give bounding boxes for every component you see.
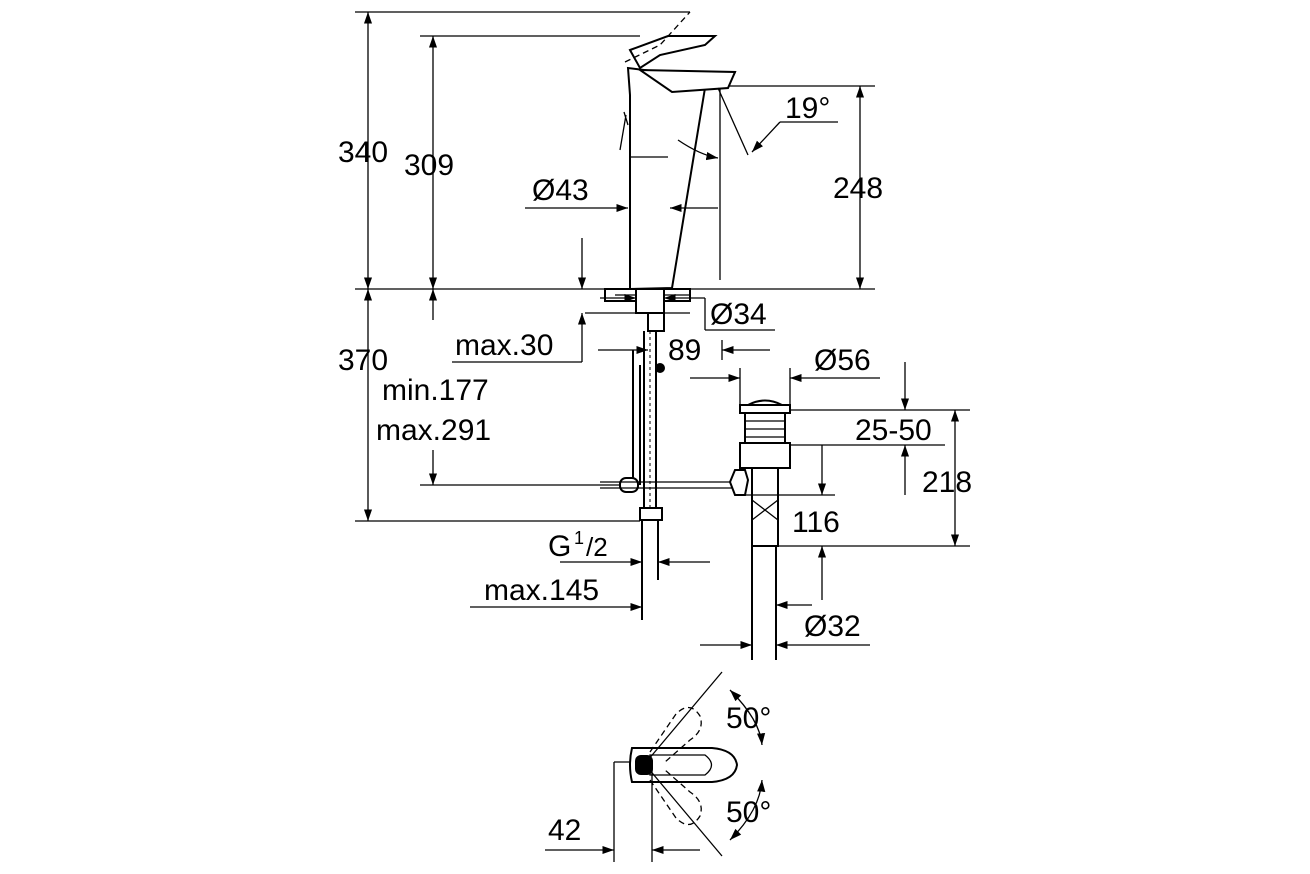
mount-shank — [635, 288, 665, 314]
plan-view — [613, 671, 739, 862]
faucet-spout — [636, 68, 737, 94]
dim-177-291: min.177 max.291 — [376, 289, 620, 486]
dim-50a-label: 50° — [726, 702, 771, 735]
dim-max145-label: max.145 — [484, 574, 599, 607]
dim-218-label: 218 — [922, 466, 972, 499]
dim-370: 370 — [338, 289, 640, 522]
dim-d34-label: Ø34 — [710, 298, 767, 331]
dim-d56: Ø56 — [690, 344, 880, 405]
drain-flange — [739, 404, 791, 414]
lever-left-position — [649, 706, 702, 763]
dim-218: 218 — [778, 410, 972, 547]
dim-d43: Ø43 — [525, 174, 718, 213]
dim-25-50-label: 25-50 — [855, 414, 932, 447]
dim-min177-label: min.177 — [382, 374, 489, 407]
dim-max30-label: max.30 — [455, 329, 553, 362]
dim-g-label: G — [548, 530, 571, 563]
dim-max145: max.145 — [470, 574, 642, 612]
dim-g12: G 1 /2 — [548, 528, 710, 567]
dim-248: 248 — [833, 86, 883, 289]
deck-mount — [585, 288, 691, 332]
drain-tailpiece — [751, 467, 779, 547]
dim-89: 89 — [598, 334, 770, 367]
dim-d32: Ø32 — [700, 600, 870, 650]
lever-plan — [629, 747, 739, 783]
dim-50deg-top: 50° — [726, 689, 771, 746]
spray-angle-line — [717, 87, 749, 156]
dim-340-label: 340 — [338, 136, 388, 169]
dim-19deg-label: 19° — [785, 92, 830, 125]
faucet-lever — [628, 35, 718, 70]
waste-assembly — [728, 399, 791, 660]
dim-340: 340 — [338, 12, 388, 289]
dim-d43-label: Ø43 — [532, 174, 589, 207]
dim-g-den: /2 — [586, 532, 608, 562]
drain-body-top — [744, 412, 786, 444]
lever-open-position — [624, 11, 691, 63]
drain-nut — [739, 442, 791, 469]
dim-42: 42 — [545, 814, 700, 855]
dim-d34: Ø34 — [600, 293, 775, 331]
dim-89-label: 89 — [668, 334, 701, 367]
dim-max291-label: max.291 — [376, 414, 491, 447]
dim-116-label: 116 — [792, 506, 840, 539]
popup-rod — [619, 111, 629, 151]
dim-116: 116 — [736, 445, 840, 600]
popup-linkage — [600, 350, 735, 493]
hose-connector — [639, 507, 663, 521]
lever-plan-inner — [649, 754, 713, 776]
dim-309: 309 — [404, 36, 454, 289]
dim-d32-label: Ø32 — [804, 610, 861, 643]
dim-248-label: 248 — [833, 172, 883, 205]
dim-g-num: 1 — [574, 528, 584, 548]
dim-25-50: 25-50 — [790, 362, 970, 495]
dim-19deg: 19° — [677, 92, 838, 161]
dim-50b-label: 50° — [726, 796, 771, 829]
dim-max30: max.30 — [452, 238, 587, 363]
dim-370-label: 370 — [338, 344, 388, 377]
faucet-elevation — [355, 11, 875, 291]
supply-hose — [639, 331, 663, 620]
popup-pivot — [728, 469, 750, 496]
lever-right-position — [649, 769, 702, 826]
dim-50deg-bottom: 50° — [726, 779, 771, 841]
faucet-body — [626, 66, 736, 291]
dim-309-label: 309 — [404, 149, 454, 182]
dim-d56-label: Ø56 — [814, 344, 871, 377]
mount-nut — [647, 312, 665, 332]
dim-42-label: 42 — [548, 814, 581, 847]
